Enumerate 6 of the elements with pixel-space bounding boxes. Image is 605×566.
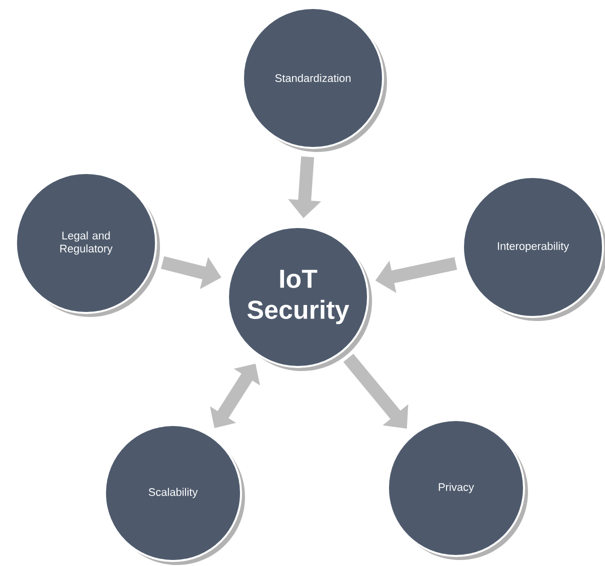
circle-node: Interoperability — [462, 176, 604, 318]
circle-node: Standardization — [242, 7, 384, 149]
circle-node: Privacy — [387, 419, 525, 557]
circle-node: Legal and Regulatory — [15, 172, 157, 314]
circle-node: Scalability — [104, 424, 242, 562]
circle-node: IoT Security — [227, 226, 369, 368]
